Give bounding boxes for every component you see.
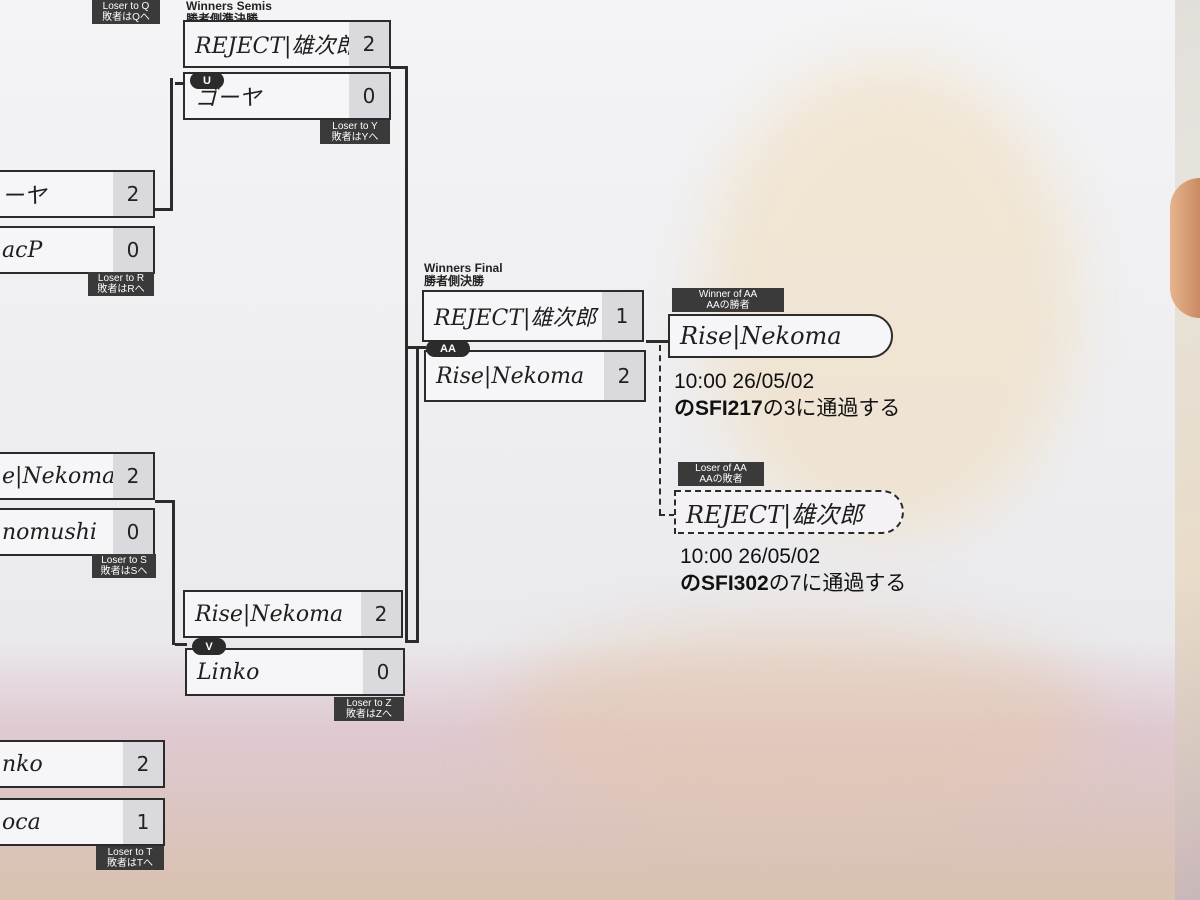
player-score: 2 [113,454,153,498]
loser-time: 10:00 26/05/02 [680,545,821,568]
player-score: 0 [113,228,153,272]
connector-line [405,640,419,643]
player-name: acP [2,237,43,263]
loser-dest-code: SFI302 [701,572,769,595]
connector-line [172,500,175,645]
match-v-p2[interactable]: Linko 0 [185,648,405,696]
player-score: 1 [123,800,163,844]
player-name: Rise|Nekoma [195,601,344,627]
connector-line [390,66,407,69]
winner-result-box[interactable]: Rise|Nekoma [668,314,893,358]
match-badge-u: U [190,72,224,89]
connector-line [155,208,173,211]
player-score: 2 [604,352,644,400]
player-name: REJECT|雄次郎 [434,306,597,331]
player-name: Rise|Nekoma [436,363,585,389]
player-score: 0 [349,74,389,118]
prev-match-t-p1[interactable]: nko 2 [0,740,165,788]
connector-line [175,82,185,85]
player-score: 0 [113,510,153,554]
loser-name: REJECT|雄次郎 [686,500,864,529]
prev-match-s-p1[interactable]: e|Nekoma 2 [0,452,155,500]
connector-line [175,643,187,646]
backlight-glow-bottom [500,620,1100,820]
match-badge-aa: AA [426,340,470,357]
connector-line [170,78,173,208]
player-score: 1 [602,292,642,340]
match-v-p1[interactable]: Rise|Nekoma 2 [183,590,403,638]
loser-result-box[interactable]: REJECT|雄次郎 [674,490,904,534]
player-name: ゴーヤ [195,86,262,111]
player-score: 0 [363,650,403,694]
player-score: 2 [123,742,163,786]
match-aa-p2[interactable]: Rise|Nekoma 2 [424,350,646,402]
winner-name: Rise|Nekoma [680,322,842,350]
connector-line [405,66,408,642]
winner-destination: 10:00 26/05/02 のSFI217の3に通過する [674,370,901,420]
player-name: oca [2,809,41,835]
player-name: e|Nekoma [2,463,113,489]
player-score: 2 [361,592,401,636]
player-name: Linko [197,659,260,685]
finger [1170,178,1200,318]
winners-final-title: Winners Final 勝者側決勝 [424,261,503,288]
prev-match-s-p2[interactable]: nomushi 0 [0,508,155,556]
player-name: nomushi [2,519,97,545]
connector-line [155,500,175,503]
connector-line [408,346,426,349]
winner-dest-code: SFI217 [695,397,763,420]
loser-dashed-line [659,345,661,515]
match-u-p1[interactable]: REJECT|雄次郎 2 [183,20,391,68]
connector-line [646,340,670,343]
winner-time: 10:00 26/05/02 [674,370,815,393]
match-aa-p1[interactable]: REJECT|雄次郎 1 [422,290,644,342]
player-score: 2 [113,172,153,216]
player-name: nko [2,751,43,777]
connector-line [416,346,419,642]
player-score: 2 [349,22,389,66]
prev-match-p1[interactable]: ーヤ 2 [0,170,155,218]
prev-match-t-p2[interactable]: oca 1 [0,798,165,846]
match-badge-v: V [192,638,226,655]
player-name: REJECT|雄次郎 [195,34,349,59]
loser-destination: 10:00 26/05/02 のSFI302の7に通過する [680,545,907,595]
player-name: ーヤ [2,184,47,209]
prev-match-p2[interactable]: acP 0 [0,226,155,274]
loser-dashed-line [659,514,675,516]
